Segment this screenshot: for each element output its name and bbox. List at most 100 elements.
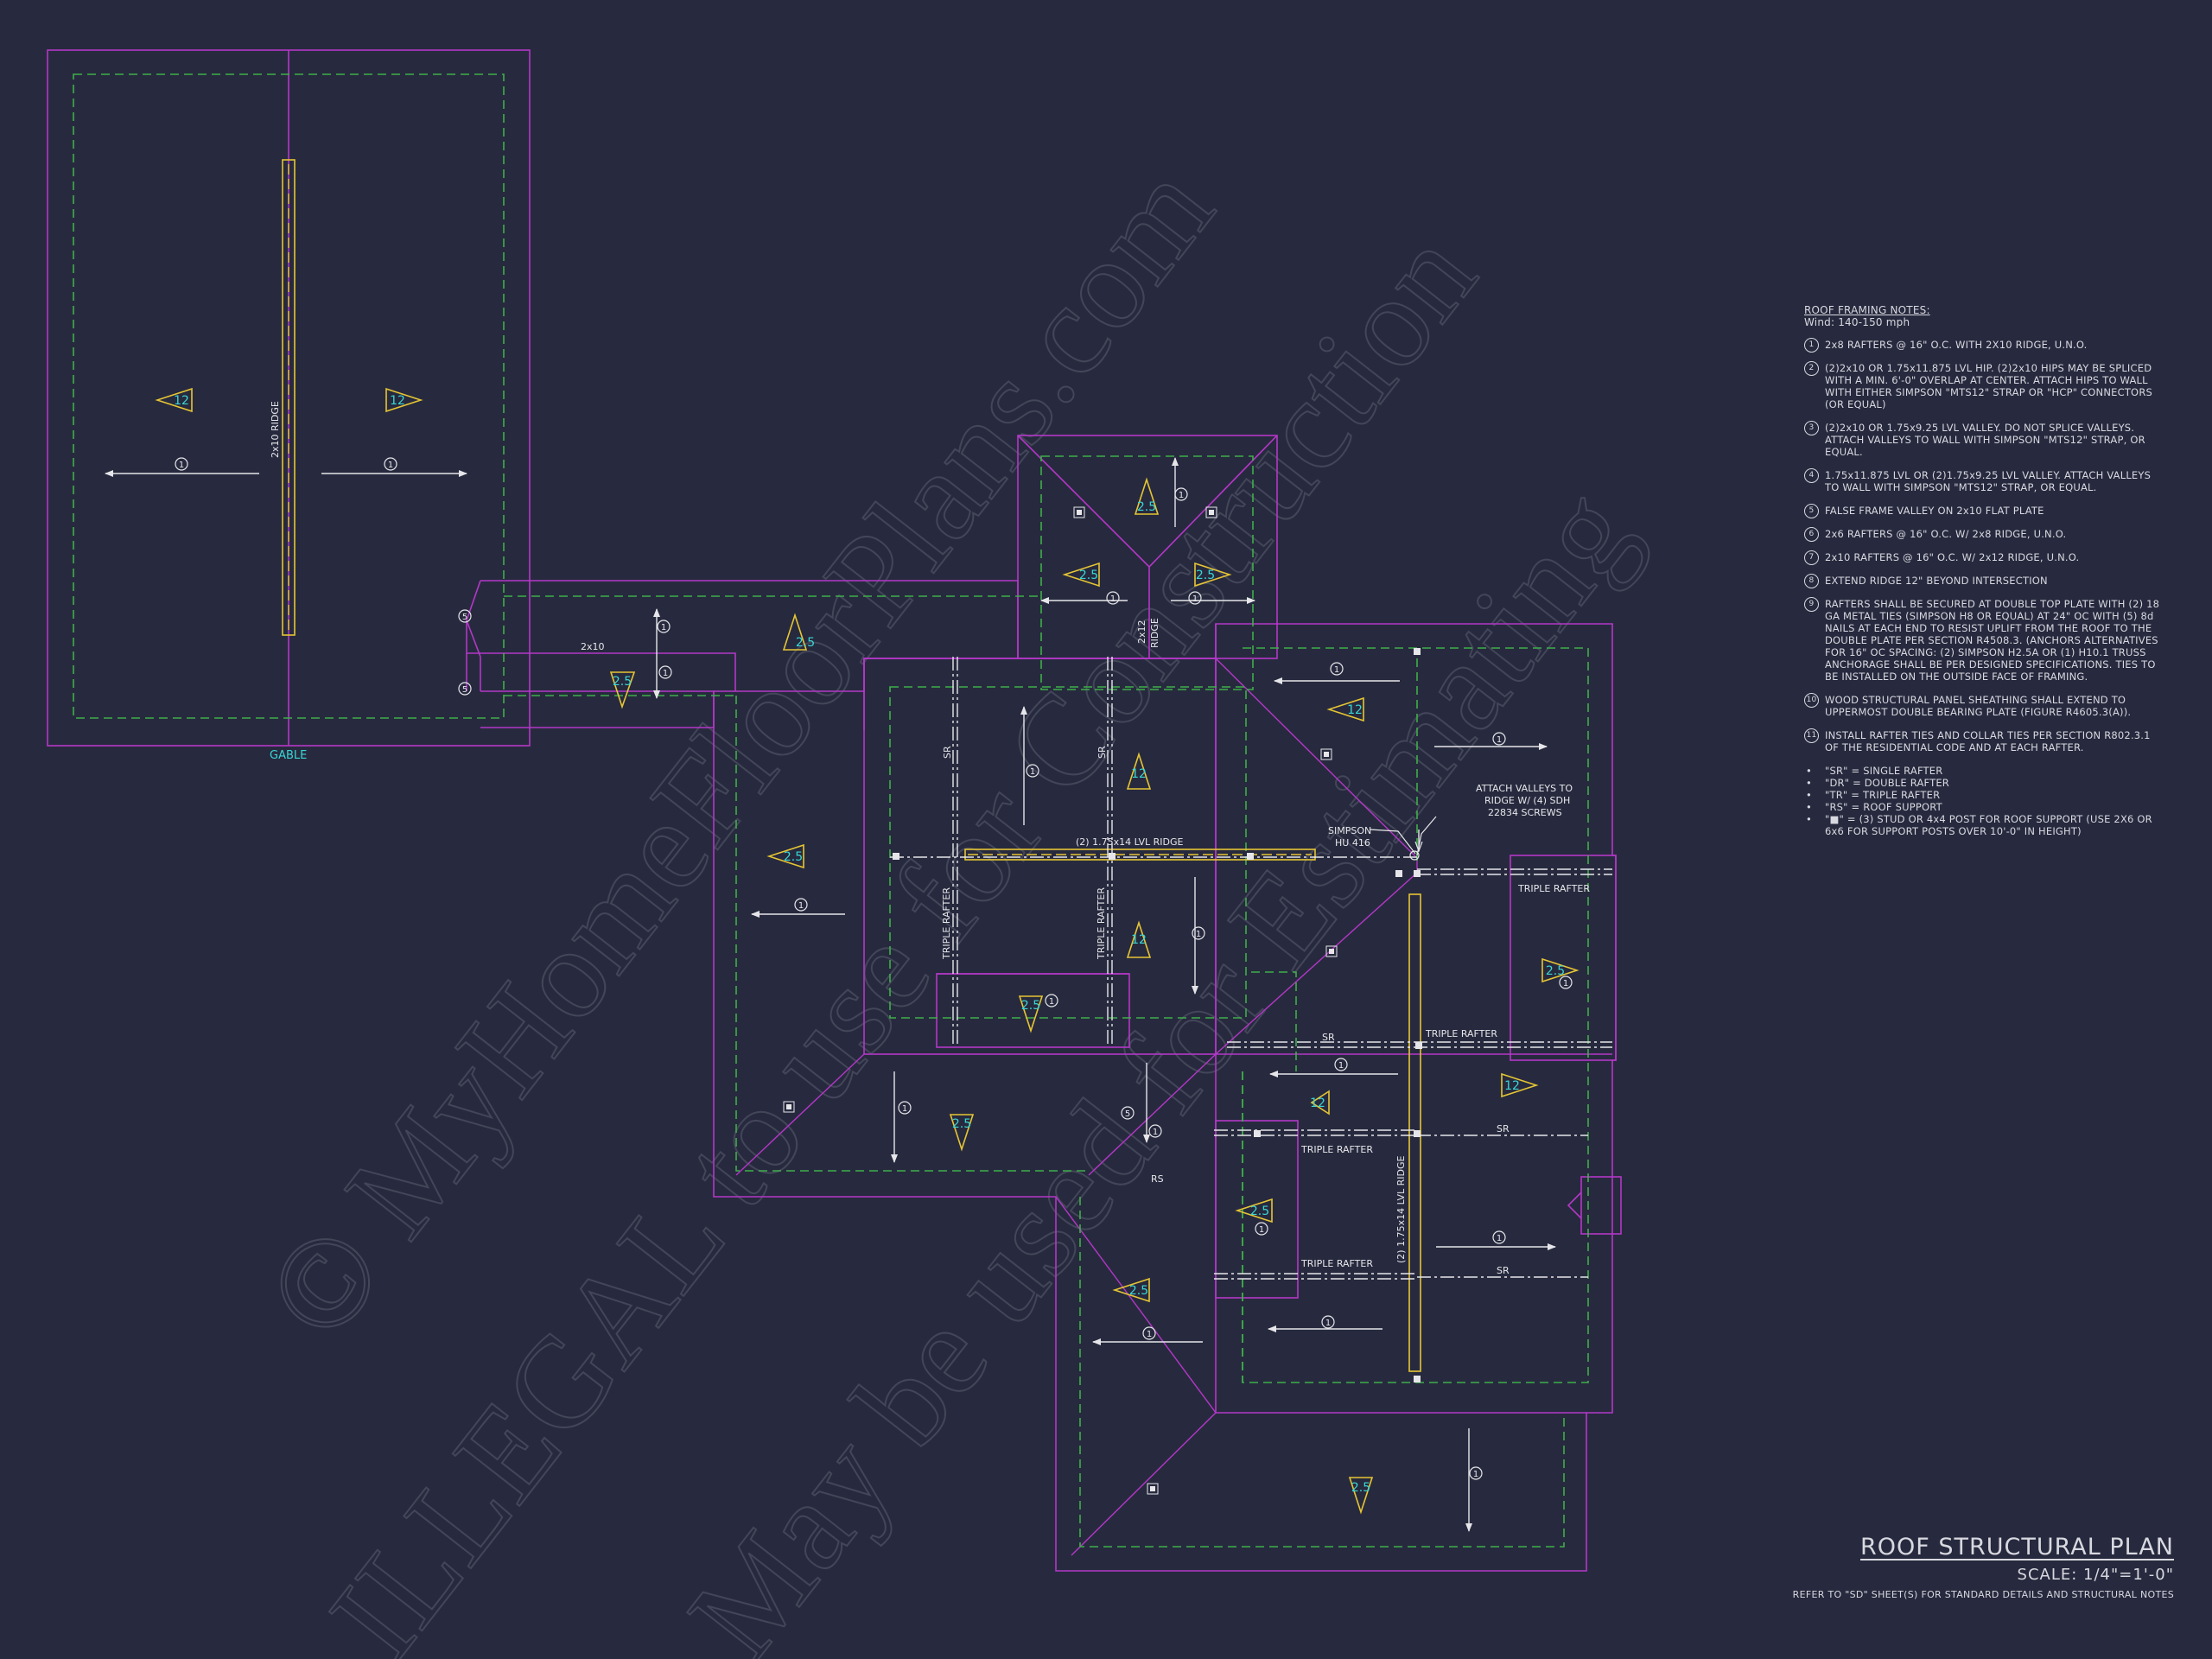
triple-rafter-label: TRIPLE RAFTER bbox=[1300, 1144, 1373, 1155]
pitch-label: 2.5 bbox=[1079, 569, 1098, 582]
rafter-lines bbox=[890, 657, 1612, 1280]
ridges bbox=[282, 159, 1421, 1372]
sr-label: SR bbox=[1497, 1123, 1510, 1135]
note-text: (2)2x10 OR 1.75x11.875 LVL HIP. (2)2x10 … bbox=[1825, 362, 2153, 410]
note-text: INSTALL RAFTER TIES AND COLLAR TIES PER … bbox=[1825, 729, 2151, 753]
sr-label: SR bbox=[1497, 1265, 1510, 1276]
pitch-label: 12 bbox=[1347, 703, 1363, 717]
note-tag: 1 bbox=[798, 901, 804, 911]
tower-roof-outline bbox=[1017, 435, 1278, 659]
pitch-label: 2.5 bbox=[613, 675, 632, 689]
pitch-symbols bbox=[155, 387, 1580, 1515]
pitch-symbol-12 bbox=[1310, 1090, 1330, 1116]
note-tag: 1 bbox=[1179, 491, 1184, 500]
note-tag: 1 bbox=[663, 669, 668, 678]
note-number: 3 bbox=[1804, 421, 1819, 435]
note-text: RAFTERS SHALL BE SECURED AT DOUBLE TOP P… bbox=[1825, 598, 2160, 683]
sr-label: SR bbox=[1322, 1032, 1335, 1043]
note-tag: 1 bbox=[1338, 1061, 1344, 1071]
pitch-label: 12 bbox=[1131, 933, 1147, 947]
note-text: (2)2x10 OR 1.75x9.25 LVL VALLEY. DO NOT … bbox=[1825, 422, 2145, 458]
lvl-ridge-horizontal-label: (2) 1.75x14 LVL RIDGE bbox=[1076, 836, 1184, 848]
pitch-symbol-25 bbox=[1018, 995, 1044, 1033]
legend-item: "RS" = ROOF SUPPORT bbox=[1804, 801, 2167, 813]
pitch-symbol-12 bbox=[1126, 920, 1152, 958]
note-number: 5 bbox=[1804, 504, 1819, 518]
pitch-labels: 12 12 2.5 2.5 2.5 2.5 2.5 12 12 2.5 12 2… bbox=[174, 394, 1565, 1495]
framing-note: 9 RAFTERS SHALL BE SECURED AT DOUBLE TOP … bbox=[1804, 597, 2167, 683]
post-symbols bbox=[783, 506, 1422, 1495]
triple-rafter-label: TRIPLE RAFTER bbox=[1300, 1258, 1373, 1269]
gable-label: GABLE bbox=[270, 749, 307, 762]
note-number: 6 bbox=[1804, 527, 1819, 542]
triple-rafter-label: TRIPLE RAFTER bbox=[1517, 883, 1590, 894]
framing-note: 11 INSTALL RAFTER TIES AND COLLAR TIES PE… bbox=[1804, 728, 2167, 753]
pitch-symbol-12 bbox=[1126, 752, 1152, 790]
roof-outlines bbox=[47, 49, 1622, 1572]
pitch-symbol-25 bbox=[1348, 1477, 1374, 1515]
note-tag: 1 bbox=[1497, 735, 1502, 745]
post-symbol bbox=[1147, 1483, 1159, 1495]
pitch-label: 12 bbox=[390, 394, 405, 408]
main-roof-outline bbox=[713, 623, 1617, 1572]
legend-list: "SR" = SINGLE RAFTER"DR" = DOUBLE RAFTER… bbox=[1804, 765, 2167, 837]
pitch-symbol-25 bbox=[949, 1114, 975, 1152]
ridge-word-label: RIDGE bbox=[1149, 618, 1160, 648]
rafter-direction-arrows bbox=[105, 457, 1556, 1532]
note-tag: 1 bbox=[1153, 1128, 1158, 1137]
pitch-label: 2.5 bbox=[1351, 1481, 1370, 1495]
pitch-label: 12 bbox=[1310, 1096, 1325, 1110]
note-text: EXTEND RIDGE 12" BEYOND INTERSECTION bbox=[1825, 575, 2048, 587]
note-tag: 1 bbox=[388, 461, 393, 470]
sr-label: SR bbox=[942, 746, 953, 759]
pitch-symbol-25 bbox=[1112, 1277, 1150, 1303]
pitch-label: 2.5 bbox=[796, 636, 815, 650]
note-number: 7 bbox=[1804, 550, 1819, 565]
note-tag: 1 bbox=[902, 1104, 907, 1114]
pitch-symbol-25 bbox=[1235, 1198, 1273, 1224]
note-number: 11 bbox=[1804, 728, 1819, 743]
pitch-symbol-25 bbox=[782, 613, 808, 651]
lvl-ridge-vertical-label: (2) 1.75x14 LVL RIDGE bbox=[1395, 1155, 1407, 1263]
pitch-label: 2.5 bbox=[1546, 964, 1565, 978]
note-tag: 1 bbox=[1259, 1225, 1264, 1235]
note-tag: 1 bbox=[1030, 767, 1035, 777]
note-tag: 1 bbox=[1196, 930, 1201, 939]
gable-ridge-label: 2x10 RIDGE bbox=[270, 401, 281, 458]
note-tag: 1 bbox=[179, 461, 184, 470]
attach-valleys-label-1: ATTACH VALLEYS TO bbox=[1476, 783, 1573, 794]
note-text: 1.75x11.875 LVL OR (2)1.75x9.25 LVL VALL… bbox=[1825, 469, 2152, 493]
note-number: 1 bbox=[1804, 338, 1819, 353]
hip-valley-lines bbox=[735, 658, 1418, 1556]
framing-note: 6 2x6 RAFTERS @ 16" O.C. W/ 2x8 RIDGE, U.… bbox=[1804, 527, 2167, 542]
rs-label: RS bbox=[1151, 1173, 1164, 1185]
legend-item: "SR" = SINGLE RAFTER bbox=[1804, 765, 2167, 777]
note-text: 2x6 RAFTERS @ 16" O.C. W/ 2x8 RIDGE, U.N… bbox=[1825, 528, 2067, 540]
triple-rafter-label: TRIPLE RAFTER bbox=[941, 887, 952, 960]
post-symbol bbox=[1073, 506, 1085, 518]
lvl-ridge-horizontal bbox=[964, 849, 1316, 861]
pitch-symbol-25 bbox=[609, 671, 636, 709]
connector-roof-outline bbox=[530, 580, 1019, 730]
pitch-label: 2.5 bbox=[952, 1117, 971, 1131]
note-tag: 1 bbox=[1049, 997, 1054, 1007]
note-number: 2 bbox=[1804, 361, 1819, 376]
pitch-symbol-25 bbox=[1541, 957, 1580, 983]
pitch-symbol-25 bbox=[1194, 562, 1232, 588]
note-tag: 1 bbox=[1110, 594, 1116, 604]
note-number: 9 bbox=[1804, 597, 1819, 612]
note-text: WOOD STRUCTURAL PANEL SHEATHING SHALL EX… bbox=[1825, 694, 2132, 718]
note-tag: 5 bbox=[462, 685, 467, 695]
pitch-label: 2.5 bbox=[784, 850, 803, 864]
pitch-symbol-12 bbox=[155, 387, 193, 413]
note-tag: 1 bbox=[1192, 594, 1198, 604]
pitch-label: 2.5 bbox=[1021, 999, 1040, 1013]
pitch-symbol-25 bbox=[1062, 562, 1100, 588]
pitch-label: 2.5 bbox=[1129, 1284, 1148, 1298]
plan-reference: REFER TO "SD" SHEET(S) FOR STANDARD DETA… bbox=[1792, 1589, 2174, 1600]
note-tag: 5 bbox=[462, 613, 467, 622]
simpson-label-1: SIMPSON bbox=[1328, 825, 1371, 836]
plan-title: ROOF STRUCTURAL PLAN bbox=[1859, 1534, 2174, 1560]
